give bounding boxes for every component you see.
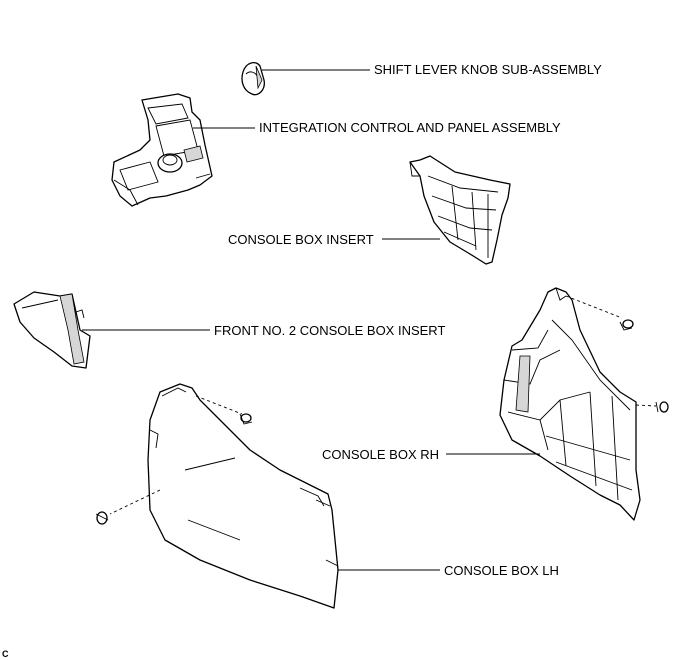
- console-rh-clip-top: [565, 295, 634, 331]
- console-lh-label: CONSOLE BOX LH: [444, 563, 559, 578]
- console-lh-clip-top: [195, 395, 253, 425]
- console-box-insert-drawing: [409, 155, 511, 265]
- integration-panel-label: INTEGRATION CONTROL AND PANEL ASSEMBLY: [259, 120, 561, 135]
- console-box-lh-drawing: [147, 383, 339, 609]
- shift-lever-knob-drawing: [241, 61, 265, 96]
- front-no2-insert-label: FRONT NO. 2 CONSOLE BOX INSERT: [214, 323, 445, 338]
- front-no2-insert-drawing: [13, 291, 91, 369]
- console-rh-clip-side: [635, 401, 669, 413]
- figure-code: C: [2, 649, 9, 659]
- console-insert-label: CONSOLE BOX INSERT: [228, 232, 374, 247]
- integration-panel-drawing: [111, 93, 213, 207]
- shift-knob-label: SHIFT LEVER KNOB SUB-ASSEMBLY: [374, 62, 602, 77]
- console-rh-label: CONSOLE BOX RH: [322, 447, 439, 462]
- console-box-rh-drawing: [499, 287, 641, 521]
- console-lh-clip-left: [95, 489, 161, 525]
